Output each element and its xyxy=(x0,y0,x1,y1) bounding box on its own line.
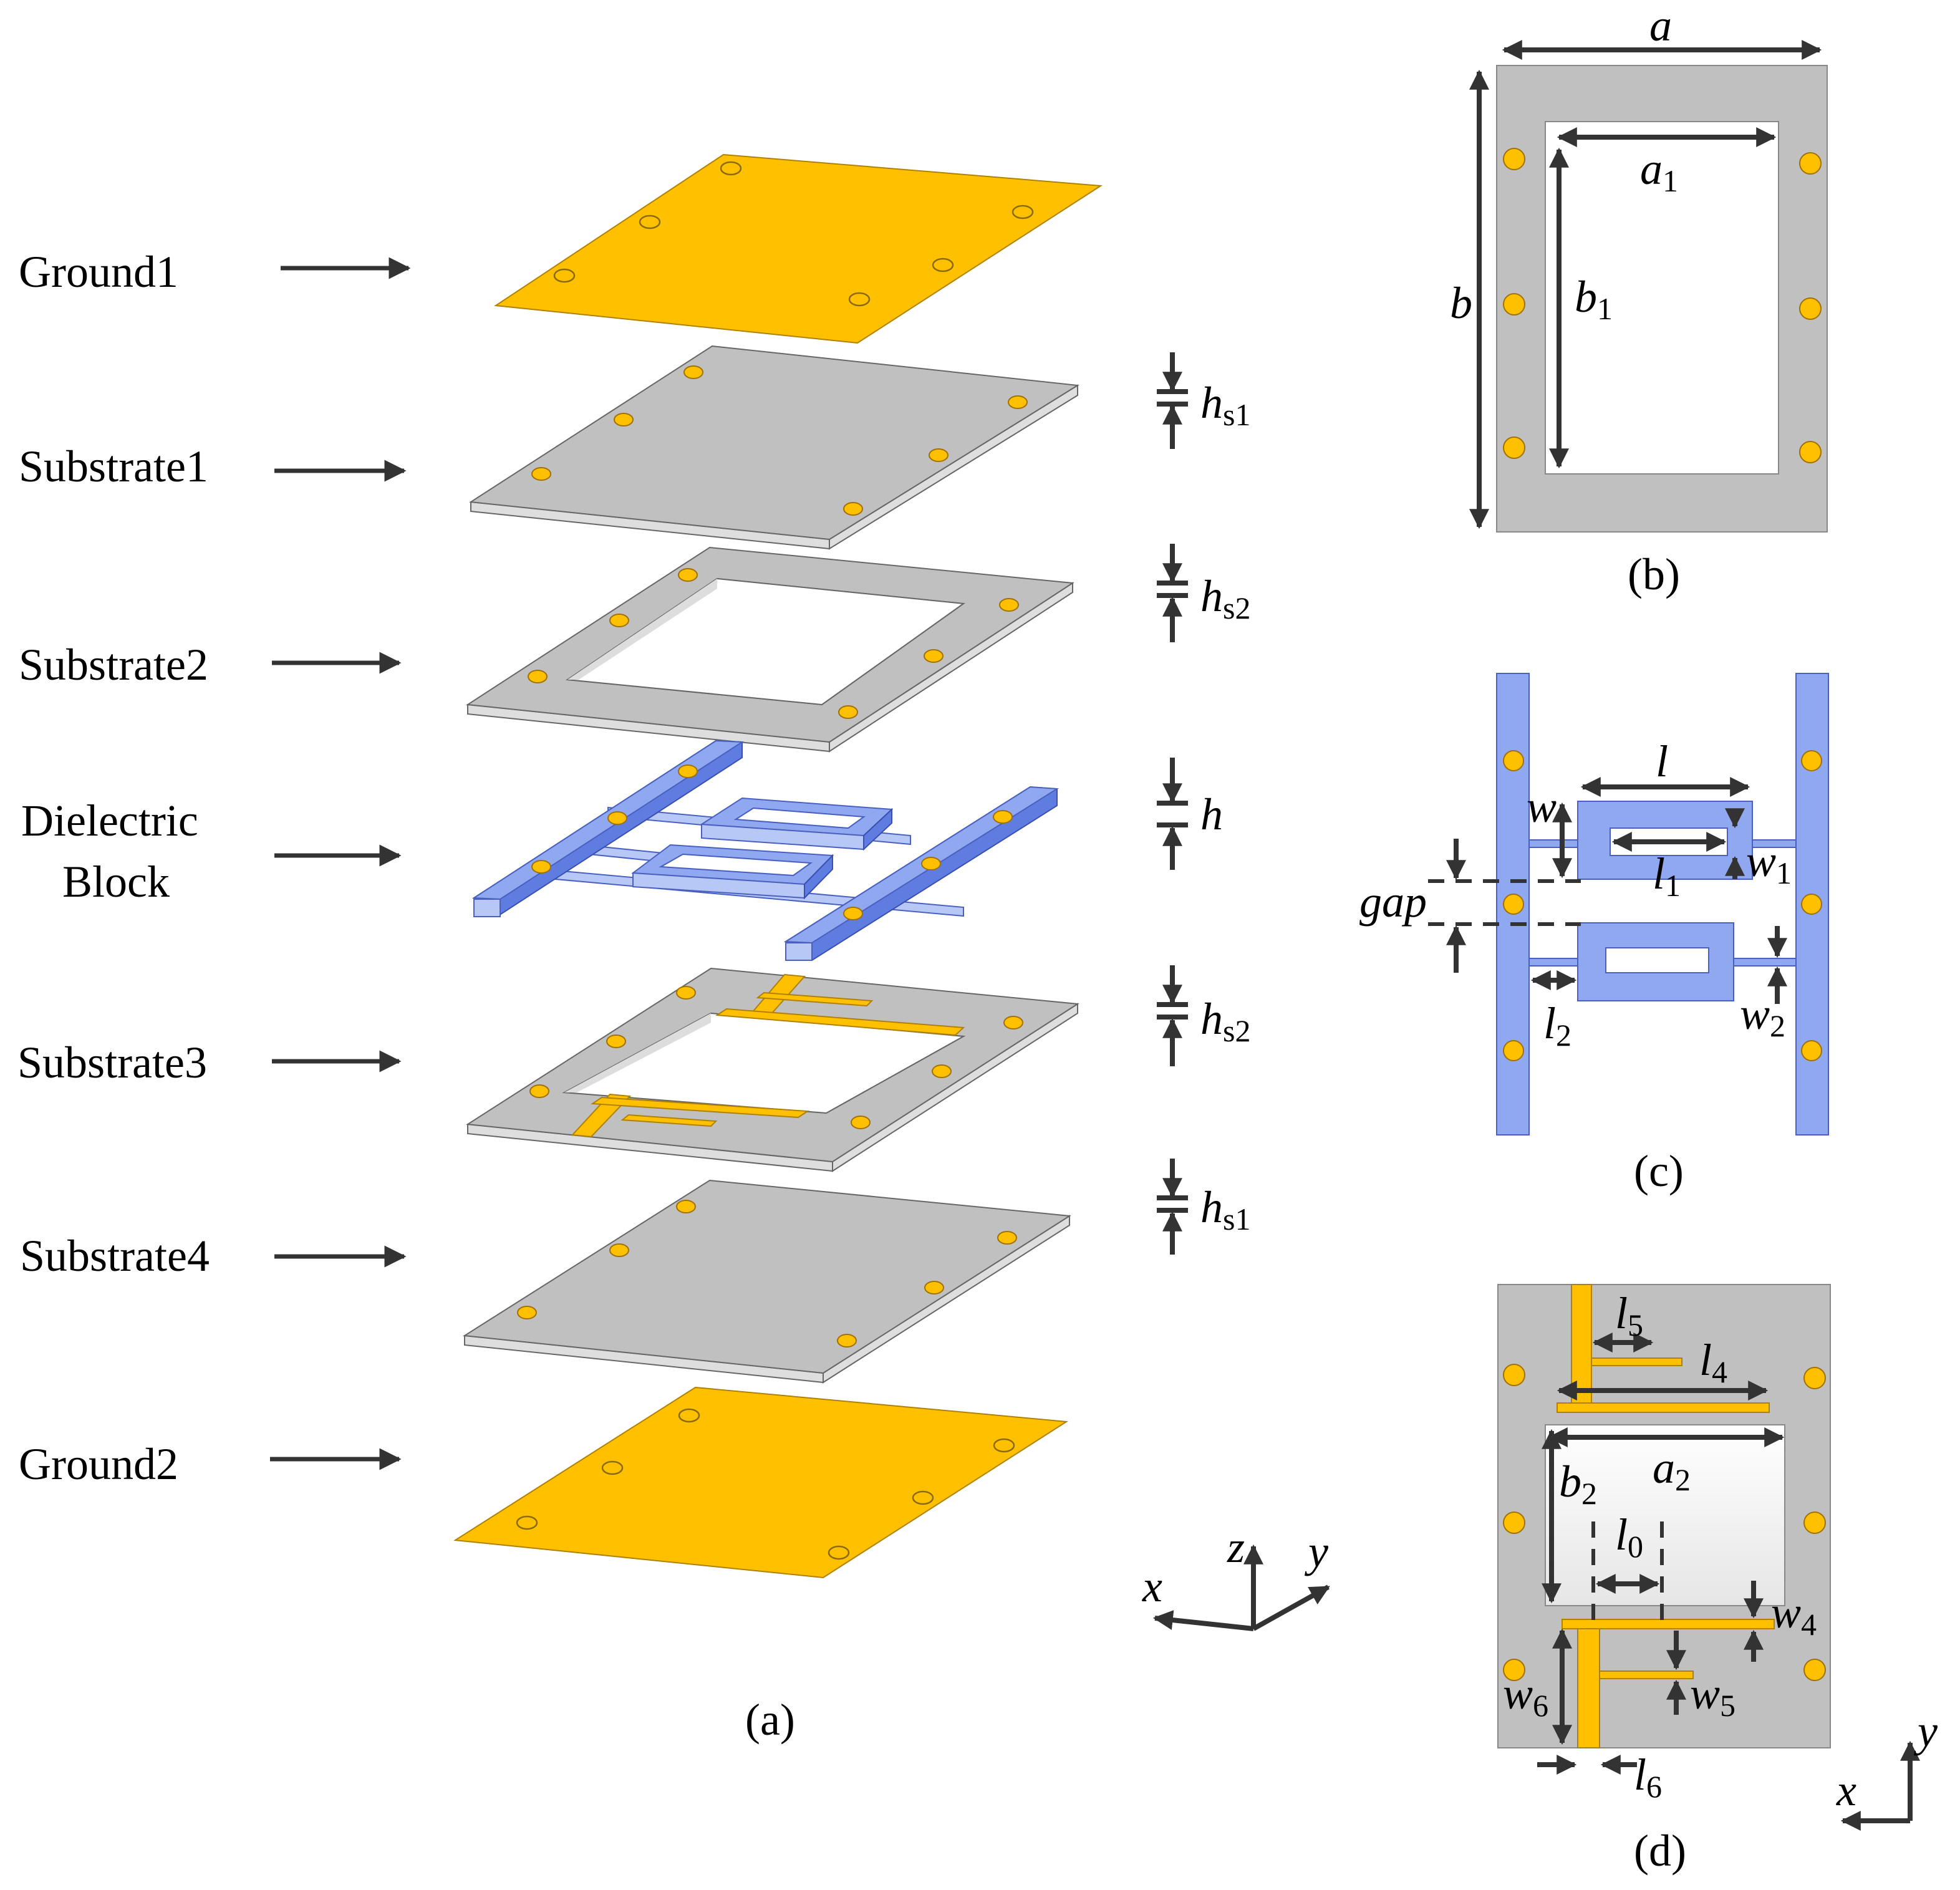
label-substrate4: Substrate4 xyxy=(20,1231,210,1281)
ground1-plate xyxy=(494,153,1103,344)
label-substrate3: Substrate3 xyxy=(17,1038,207,1087)
label-substrate1: Substrate1 xyxy=(19,441,208,491)
panel-c: l w l1 w1 gap l2 w2 (c) xyxy=(1359,673,1829,1196)
via-hole xyxy=(828,1545,850,1560)
svg-text:l1: l1 xyxy=(1653,849,1681,903)
via-hole xyxy=(993,1438,1015,1453)
svg-text:l0: l0 xyxy=(1615,1510,1643,1564)
via-hole xyxy=(553,268,576,283)
label-ground1: Ground1 xyxy=(19,247,178,297)
thickness-hs1-bottom: hs1 xyxy=(1157,1159,1250,1255)
substrate2-frame xyxy=(466,546,1074,753)
svg-text:a1: a1 xyxy=(1640,144,1678,198)
svg-text:l4: l4 xyxy=(1699,1335,1727,1389)
via-hole xyxy=(601,1460,624,1475)
via-hole xyxy=(912,1490,934,1505)
svg-text:hs1: hs1 xyxy=(1200,378,1250,432)
svg-text:w5: w5 xyxy=(1690,1669,1736,1723)
label-ground2: Ground2 xyxy=(19,1439,178,1489)
svg-text:gap: gap xyxy=(1359,877,1427,927)
via-hole xyxy=(720,161,742,176)
svg-text:a: a xyxy=(1649,1,1672,51)
thickness-h: h xyxy=(1157,758,1223,870)
svg-text:y: y xyxy=(1304,1526,1328,1576)
caption-b: (b) xyxy=(1628,549,1680,599)
thickness-hs2-top: hs2 xyxy=(1157,544,1250,642)
svg-text:w4: w4 xyxy=(1771,1588,1817,1642)
svg-text:x: x xyxy=(1836,1765,1856,1815)
svg-text:a2: a2 xyxy=(1653,1443,1691,1497)
thickness-hs2-bottom: hs2 xyxy=(1157,965,1250,1066)
svg-text:hs2: hs2 xyxy=(1200,571,1250,625)
via-hole xyxy=(639,215,661,229)
svg-text:x: x xyxy=(1142,1561,1162,1611)
substrate1-plate xyxy=(469,345,1079,550)
svg-text:l: l xyxy=(1656,736,1668,786)
svg-text:w2: w2 xyxy=(1740,989,1785,1043)
panel-d: l5 l4 a2 b2 l0 w4 w5 w6 l6 y x (d) xyxy=(1497,1284,1938,1876)
label-dielectric-1: Dielectric xyxy=(21,796,198,846)
substrate4-plate xyxy=(463,1179,1071,1384)
ground2-plate xyxy=(453,1386,1068,1579)
thickness-hs1-top: hs1 xyxy=(1157,352,1250,449)
svg-text:l5: l5 xyxy=(1615,1288,1643,1343)
panel-a: Ground1 Substrate1 Substrate2 Dielectric… xyxy=(17,153,1330,1745)
svg-text:z: z xyxy=(1227,1522,1245,1572)
panel-b: a b a1 b1 (b) xyxy=(1450,1,1828,599)
dielectric-block xyxy=(471,740,1060,961)
svg-text:w1: w1 xyxy=(1746,836,1792,890)
via-hole xyxy=(1011,205,1034,219)
substrate3-frame xyxy=(466,967,1079,1172)
label-dielectric-2: Block xyxy=(62,857,170,907)
via-hole xyxy=(848,292,871,307)
svg-text:hs2: hs2 xyxy=(1200,994,1250,1048)
svg-text:w: w xyxy=(1527,782,1557,832)
via-hole xyxy=(678,1408,700,1423)
caption-d: (d) xyxy=(1634,1826,1686,1876)
svg-text:b2: b2 xyxy=(1559,1457,1597,1511)
label-substrate2: Substrate2 xyxy=(19,640,208,690)
svg-text:l6: l6 xyxy=(1634,1750,1662,1804)
svg-text:y: y xyxy=(1913,1706,1938,1756)
svg-text:w6: w6 xyxy=(1503,1669,1548,1723)
svg-text:b1: b1 xyxy=(1575,272,1613,326)
svg-text:b: b xyxy=(1450,278,1472,328)
svg-text:hs1: hs1 xyxy=(1200,1182,1250,1237)
via-hole xyxy=(932,258,954,272)
via-hole xyxy=(516,1515,538,1530)
svg-text:l2: l2 xyxy=(1543,998,1571,1053)
svg-text:h: h xyxy=(1200,789,1223,839)
caption-a: (a) xyxy=(745,1695,795,1745)
caption-c: (c) xyxy=(1634,1146,1684,1196)
axes-a: z y x xyxy=(1142,1522,1330,1631)
